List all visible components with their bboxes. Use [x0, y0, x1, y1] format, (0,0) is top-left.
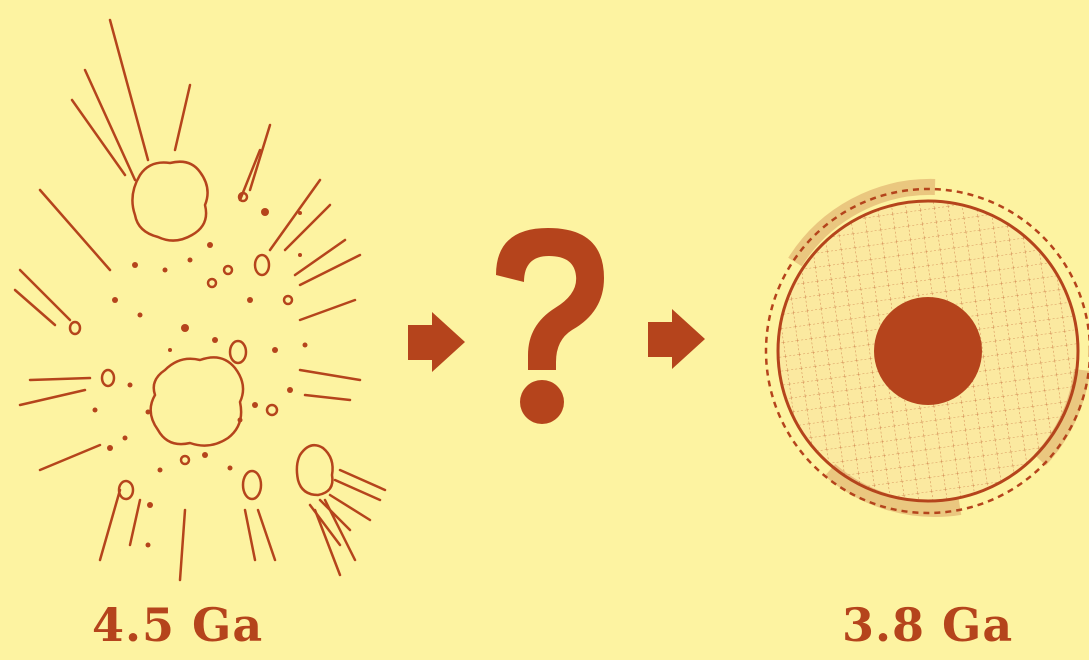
age-label-right: 3.8 Ga: [842, 598, 1013, 652]
arrow-right-icon: [408, 312, 465, 372]
age-label-left: 4.5 Ga: [92, 598, 263, 652]
arrow-right-icon: [648, 309, 705, 369]
question-mark-icon: [496, 228, 604, 424]
debris-dots: [93, 208, 308, 548]
accreting-planetesimals-icon: [15, 20, 385, 580]
planet-cross-section-icon: [766, 187, 1089, 515]
